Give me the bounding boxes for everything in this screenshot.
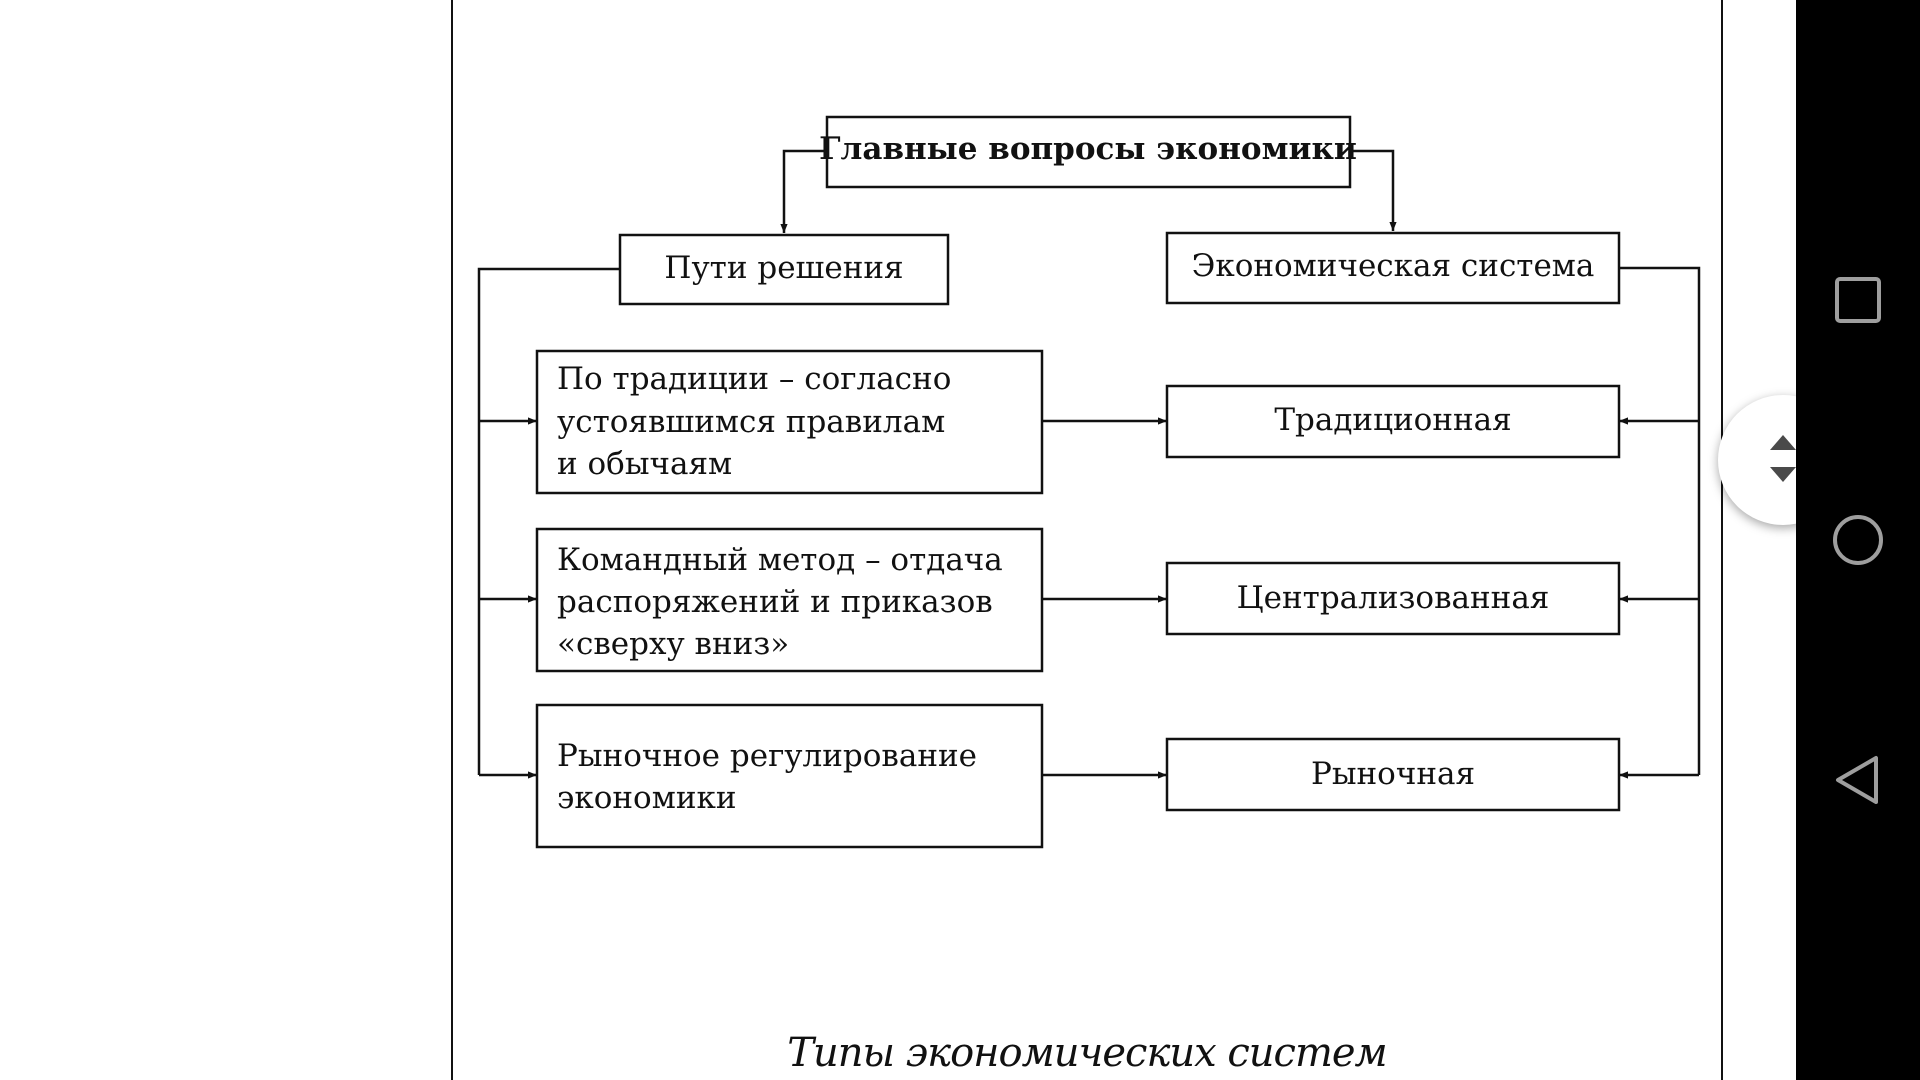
root-to-right-connector: [1350, 149, 1397, 231]
square-icon: [1835, 277, 1881, 323]
triangle-back-icon: [1836, 756, 1878, 804]
system-centralized-node: Централизованная: [1165, 561, 1621, 636]
navigation-bar: [1796, 0, 1920, 1080]
right-header-label: Экономическая система: [1192, 248, 1595, 284]
right-bus-line: [1619, 266, 1701, 775]
method-1-line-1: По традиции – согласно: [557, 361, 951, 397]
root-node: Главные вопросы экономики: [819, 115, 1357, 189]
svg-text:По традиции – согласно: По традиции – согласно устоявшимся прави…: [557, 361, 961, 482]
document-page: Главные вопросы экономики Пути решения Э…: [451, 0, 1723, 1080]
recent-apps-button[interactable]: [1796, 255, 1920, 345]
root-label: Главные вопросы экономики: [819, 131, 1357, 167]
back-button[interactable]: [1796, 735, 1920, 825]
left-header-label: Пути решения: [664, 250, 903, 286]
method-1-line-3: и обычаям: [557, 446, 732, 482]
method-2-line-3: «сверху вниз»: [557, 626, 789, 662]
svg-text:Командный метод – отдача: Командный метод – отдача распоряжений и …: [557, 542, 1013, 662]
root-to-left-connector: [780, 149, 827, 233]
figure-caption: Типы экономических систем: [787, 1030, 1387, 1076]
system-traditional-label: Традиционная: [1274, 402, 1511, 438]
left-bus-line: [477, 267, 620, 775]
left-header-node: Пути решения: [618, 233, 950, 306]
method-2-line-2: распоряжений и приказов: [557, 584, 993, 620]
svg-text:Рыночное регулирование: Рыночное регулирование экономики: [557, 738, 987, 816]
method-traditional-node: По традиции – согласно устоявшимся прави…: [535, 349, 1044, 495]
economy-diagram: Главные вопросы экономики Пути решения Э…: [477, 115, 1701, 849]
method-command-node: Командный метод – отдача распоряжений и …: [535, 527, 1044, 673]
right-header-node: Экономическая система: [1165, 231, 1621, 305]
scroll-arrows-icon: [1770, 435, 1796, 482]
system-traditional-node: Традиционная: [1165, 384, 1621, 459]
circle-icon: [1833, 515, 1883, 565]
method-2-line-1: Командный метод – отдача: [557, 542, 1003, 578]
system-market-node: Рыночная: [1165, 737, 1621, 812]
method-3-line-1: Рыночное регулирование: [557, 738, 977, 774]
method-3-line-2: экономики: [557, 780, 737, 816]
system-centralized-label: Централизованная: [1237, 580, 1550, 616]
method-market-node: Рыночное регулирование экономики: [535, 703, 1044, 849]
home-button[interactable]: [1796, 495, 1920, 585]
method-1-line-2: устоявшимся правилам: [557, 404, 945, 440]
system-market-label: Рыночная: [1311, 756, 1475, 792]
